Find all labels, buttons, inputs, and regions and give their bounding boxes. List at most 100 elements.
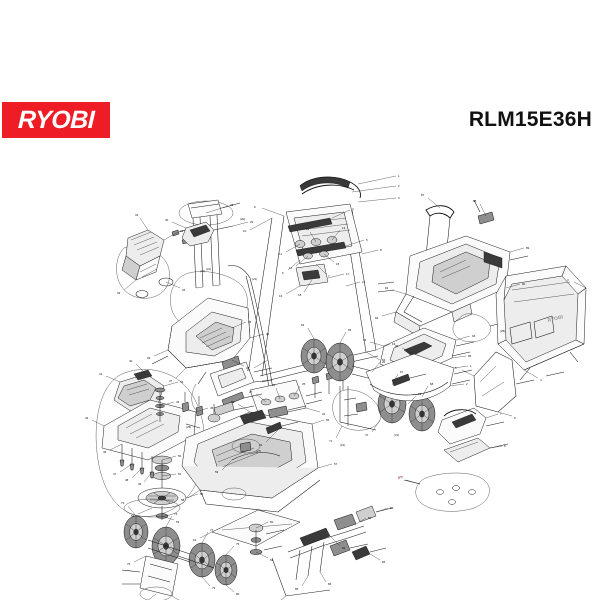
svg-text:56: 56 (326, 418, 330, 422)
svg-text:10: 10 (243, 229, 247, 233)
svg-text:39: 39 (147, 356, 151, 360)
blade-assembly (211, 509, 301, 555)
svg-text:40: 40 (129, 359, 133, 363)
svg-text:88: 88 (473, 199, 477, 203)
svg-text:15: 15 (336, 262, 340, 266)
svg-text:70: 70 (365, 433, 369, 437)
svg-text:8: 8 (380, 248, 382, 252)
svg-text:93: 93 (363, 338, 367, 342)
svg-text:32: 32 (135, 213, 139, 217)
ryobi-logo: RYOBI (2, 102, 110, 138)
svg-text:8: 8 (504, 444, 506, 448)
svg-text:74: 74 (210, 528, 214, 532)
svg-text:73: 73 (174, 512, 178, 516)
svg-text:59: 59 (215, 470, 219, 474)
svg-text:67: 67 (400, 370, 404, 374)
svg-text:47: 47 (113, 472, 117, 476)
svg-text:2: 2 (398, 184, 400, 188)
svg-text:61: 61 (193, 538, 197, 542)
svg-text:23: 23 (259, 443, 263, 447)
upper-handle-assembly (227, 176, 379, 431)
svg-text:66: 66 (382, 358, 386, 362)
catcher-embossed-logo: RYOBI (547, 314, 564, 324)
svg-text:86: 86 (328, 582, 332, 586)
svg-text:46: 46 (103, 450, 107, 454)
svg-text:(21): (21) (200, 269, 205, 273)
svg-text:13: 13 (342, 226, 346, 230)
svg-text:41: 41 (99, 372, 103, 376)
svg-text:3: 3 (398, 196, 400, 200)
svg-text:18: 18 (298, 293, 302, 297)
svg-text:(25): (25) (500, 329, 505, 333)
svg-text:16: 16 (279, 294, 283, 298)
svg-text:52: 52 (200, 492, 204, 496)
svg-text:62: 62 (270, 558, 274, 562)
svg-text:6: 6 (282, 271, 284, 275)
svg-text:33: 33 (117, 291, 121, 295)
svg-text:95: 95 (468, 354, 472, 358)
svg-text:57: 57 (334, 462, 338, 466)
svg-text:75: 75 (236, 542, 240, 546)
svg-text:(27): (27) (256, 449, 261, 453)
svg-text:85: 85 (295, 587, 299, 591)
svg-text:44: 44 (85, 416, 89, 420)
svg-text:54: 54 (131, 514, 135, 518)
svg-text:17: 17 (346, 272, 350, 276)
svg-text:29: 29 (250, 220, 254, 224)
svg-text:22: 22 (247, 368, 251, 372)
svg-text:92: 92 (375, 316, 379, 320)
svg-text:68: 68 (430, 382, 434, 386)
model-number: RLM15E36H (468, 108, 592, 131)
svg-text:71: 71 (329, 439, 333, 443)
svg-text:53: 53 (176, 520, 180, 524)
svg-text:51: 51 (178, 472, 182, 476)
ryobi-logo-text: RYOBI (17, 105, 95, 134)
svg-text:11: 11 (279, 252, 282, 256)
svg-text:30: 30 (165, 218, 169, 222)
svg-text:(21): (21) (394, 433, 399, 437)
svg-text:19: 19 (392, 342, 396, 346)
diagram-canvas: RYOBI (85, 174, 587, 600)
handle-grip-assembly (116, 228, 200, 299)
svg-text:(25): (25) (398, 475, 403, 479)
svg-text:(21): (21) (206, 267, 211, 271)
svg-text:5: 5 (455, 366, 457, 370)
motor-deck-assembly (95, 369, 205, 520)
svg-text:96: 96 (395, 344, 399, 348)
fastener-cluster-center (181, 392, 299, 501)
svg-text:45: 45 (210, 406, 214, 410)
svg-text:94: 94 (472, 334, 476, 338)
svg-text:5: 5 (366, 238, 368, 242)
side-chute-assembly (191, 361, 273, 417)
svg-text:80: 80 (236, 592, 240, 596)
svg-text:4: 4 (540, 378, 542, 382)
svg-text:89: 89 (526, 246, 530, 250)
svg-text:31: 31 (180, 229, 184, 233)
svg-text:83: 83 (390, 506, 394, 510)
svg-text:(21): (21) (340, 443, 345, 447)
svg-text:1: 1 (398, 174, 400, 178)
svg-text:14: 14 (289, 266, 293, 270)
svg-text:(21): (21) (252, 277, 257, 281)
svg-text:49: 49 (138, 482, 142, 486)
svg-text:7: 7 (500, 412, 502, 416)
svg-text:60: 60 (270, 520, 274, 524)
svg-text:82: 82 (368, 516, 372, 520)
svg-text:(25): (25) (186, 425, 191, 429)
svg-text:4: 4 (352, 207, 354, 211)
svg-text:69: 69 (418, 392, 422, 396)
svg-text:91: 91 (385, 286, 389, 290)
svg-text:43: 43 (176, 400, 180, 404)
svg-text:28: 28 (230, 203, 234, 207)
svg-text:21: 21 (362, 280, 366, 284)
svg-text:36: 36 (266, 332, 270, 336)
svg-text:42: 42 (180, 380, 184, 384)
svg-text:34: 34 (182, 288, 186, 292)
svg-text:64: 64 (301, 323, 305, 327)
svg-text:35: 35 (248, 320, 252, 324)
svg-text:50: 50 (178, 454, 182, 458)
callout-layer: 1 2 3 4 5 6 7 8 9 10 11 12 13 14 15 16 1… (85, 174, 587, 600)
svg-text:12: 12 (306, 227, 310, 231)
svg-text:24: 24 (322, 412, 326, 416)
